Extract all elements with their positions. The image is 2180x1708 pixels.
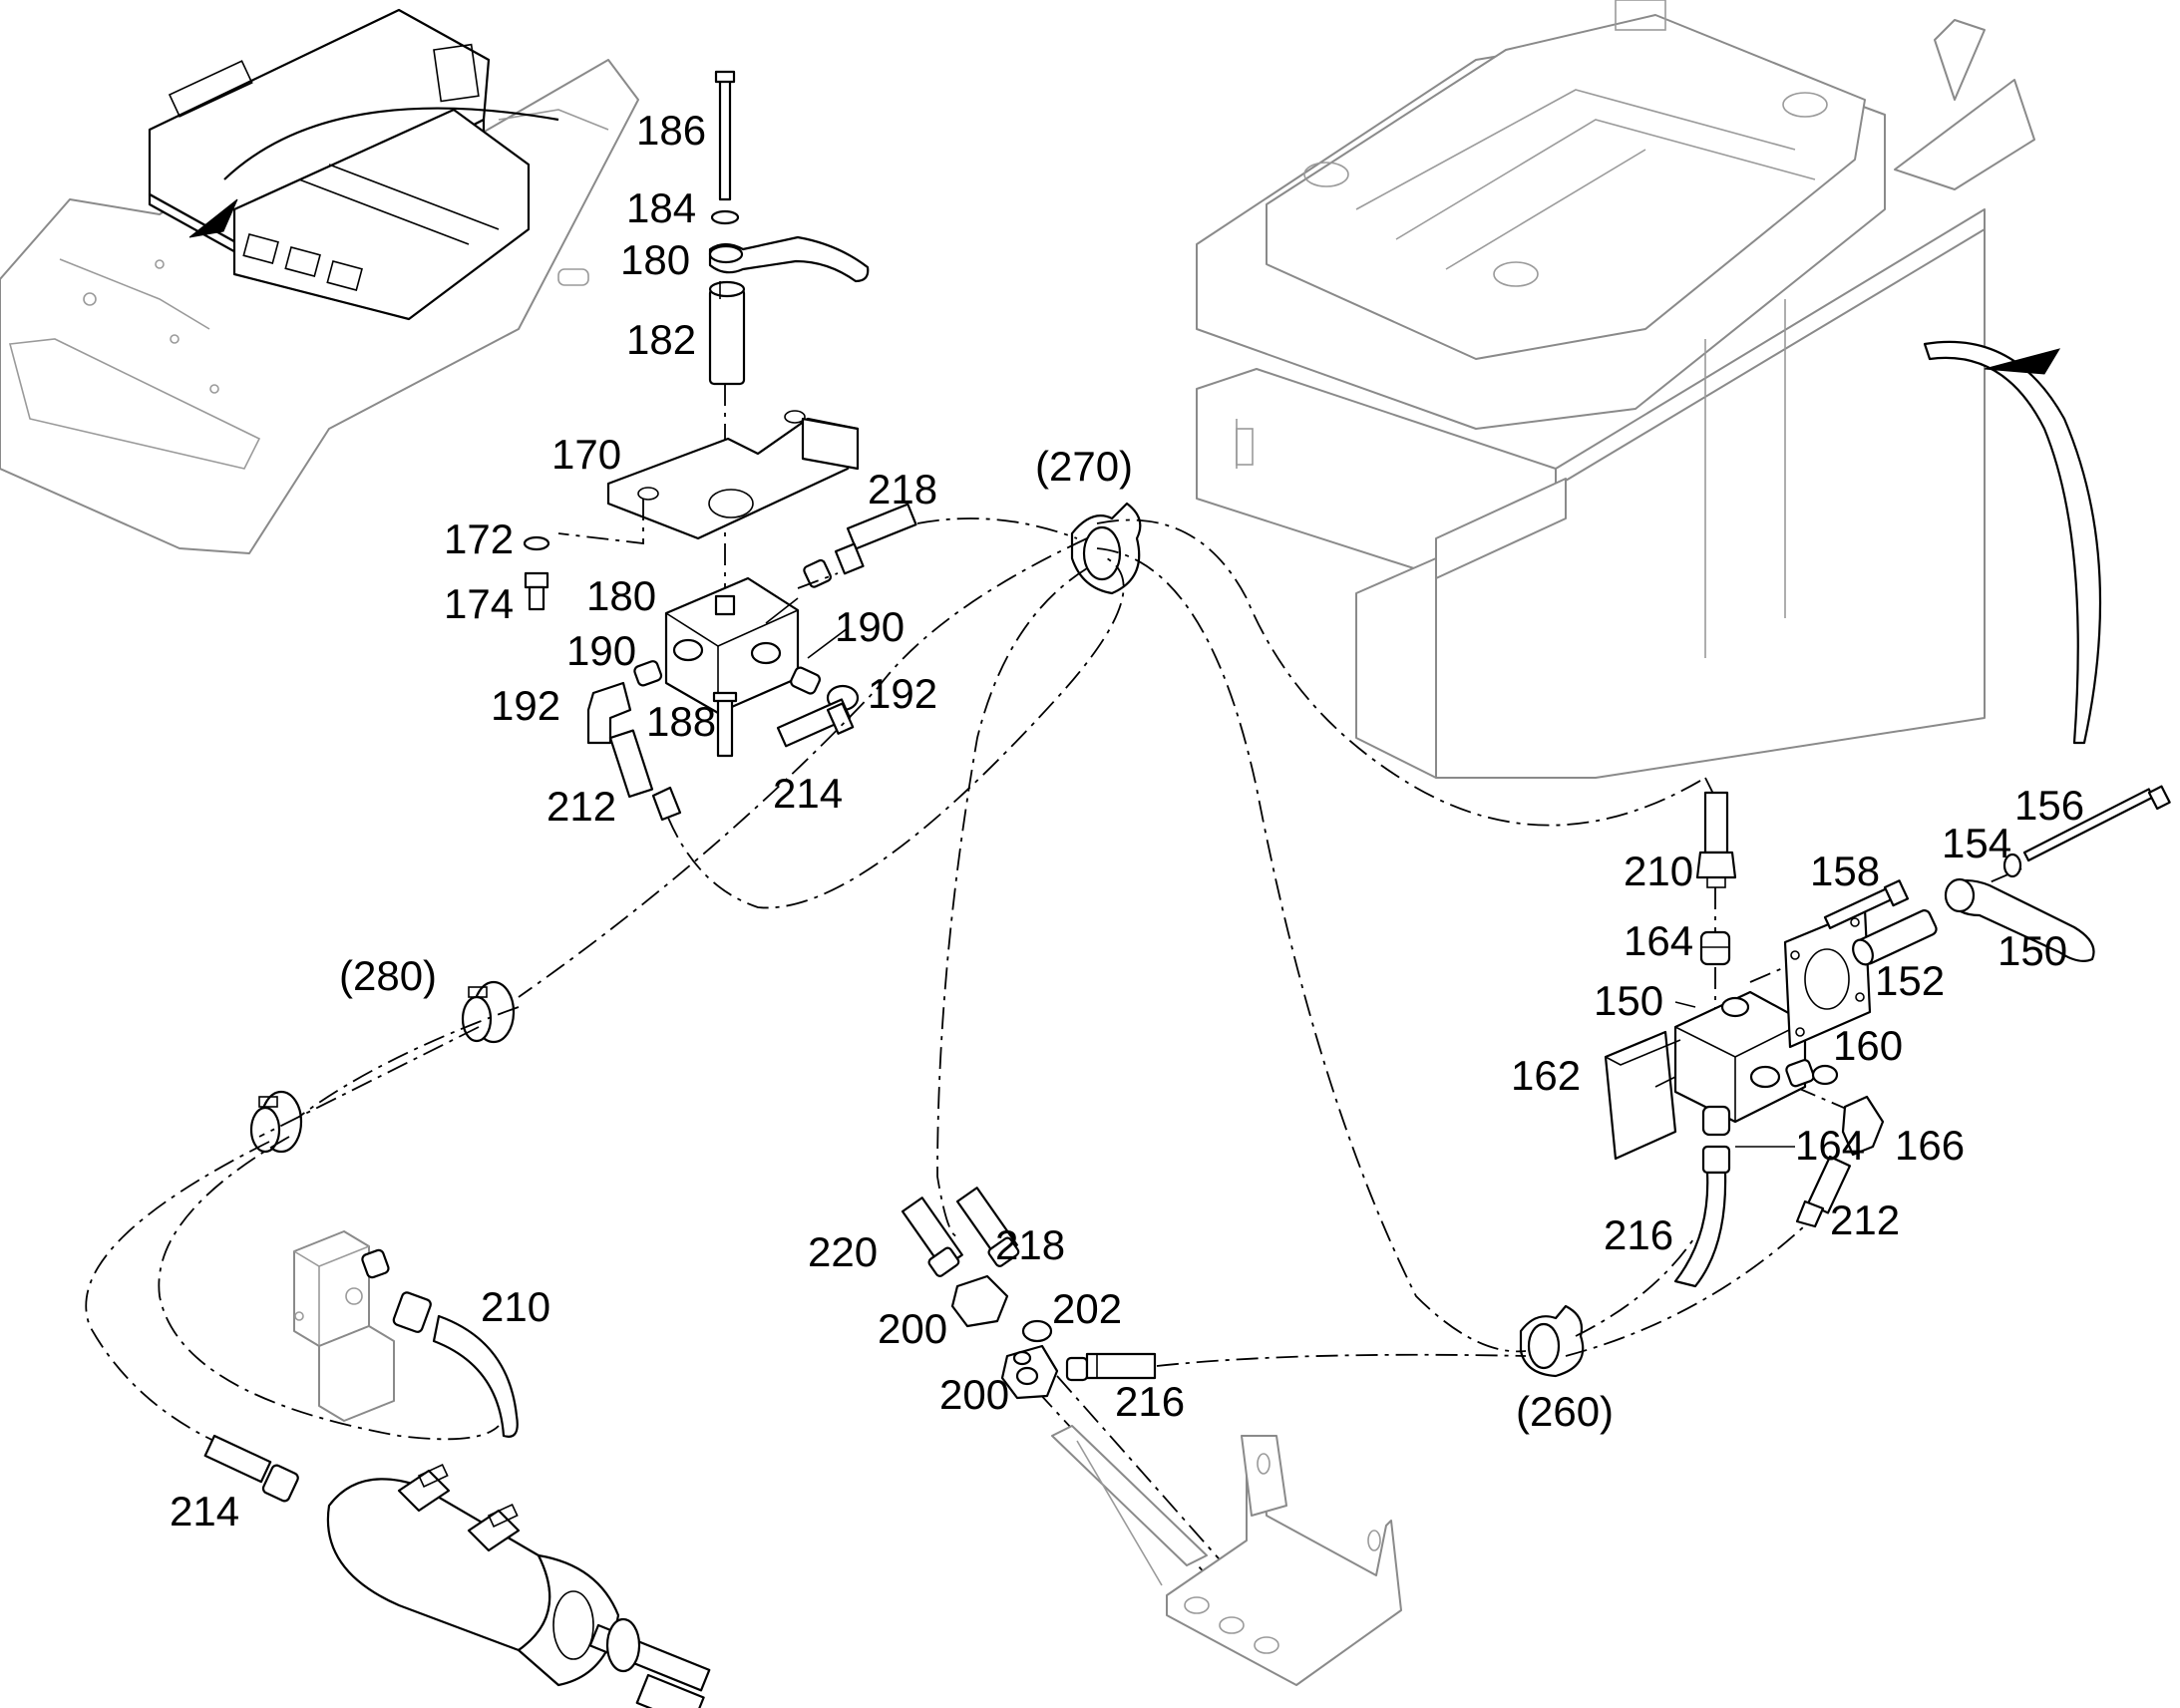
leader-lines <box>765 597 1795 1148</box>
callout-182: 182 <box>626 316 696 363</box>
hose-clamp-270 <box>1070 502 1142 595</box>
control-box <box>148 8 559 321</box>
hose-clamp-260 <box>1519 1304 1585 1378</box>
callout-162: 162 <box>1511 1052 1581 1099</box>
callout-202: 202 <box>1052 1285 1122 1332</box>
callout-280: (280) <box>339 952 437 999</box>
right-valve-assembly <box>1604 785 2171 1288</box>
callout-218-upper: 218 <box>868 466 937 512</box>
hose-clamp-280-lower <box>249 1090 303 1154</box>
callout-270: (270) <box>1035 443 1133 490</box>
callout-212-right: 212 <box>1830 1196 1900 1243</box>
callout-216-right: 216 <box>1604 1211 1673 1258</box>
callout-188: 188 <box>646 698 716 745</box>
callout-218-lower: 218 <box>995 1221 1065 1268</box>
callout-150-handle: 150 <box>1998 927 2067 974</box>
callout-212-left: 212 <box>546 783 616 830</box>
callout-210-right: 210 <box>1624 848 1693 894</box>
callout-170: 170 <box>551 431 621 478</box>
hose-210-lower-left <box>361 1248 519 1438</box>
callout-154: 154 <box>1942 820 2011 866</box>
cylinder-assembly <box>203 1434 711 1708</box>
callout-216-lower: 216 <box>1115 1378 1185 1425</box>
callout-200-upper: 200 <box>878 1305 947 1352</box>
callout-166: 166 <box>1895 1122 1965 1169</box>
callout-158: 158 <box>1810 848 1880 894</box>
callout-214-upper: 214 <box>773 770 843 817</box>
callout-210-left: 210 <box>481 1283 550 1330</box>
callout-186: 186 <box>636 107 706 154</box>
callout-192-left: 192 <box>491 682 560 729</box>
mounting-bracket-ghost <box>1051 1425 1402 1686</box>
solenoid-valve-ghost <box>293 1230 395 1422</box>
callout-214-lower: 214 <box>170 1488 239 1535</box>
callout-164-lower: 164 <box>1795 1122 1865 1169</box>
callout-160: 160 <box>1833 1022 1903 1069</box>
callout-156: 156 <box>2014 782 2084 829</box>
callout-labels: 186 184 180 182 170 172 174 180 218 (270… <box>170 107 2084 1535</box>
operator-cab-ghost <box>1196 0 2035 779</box>
callout-192-right: 192 <box>868 670 937 717</box>
callout-150-block: 150 <box>1594 977 1663 1024</box>
callout-180-block: 180 <box>586 572 656 619</box>
callout-184: 184 <box>626 184 696 231</box>
direction-arrow-right <box>1923 340 2102 745</box>
left-valve-assembly <box>523 70 917 822</box>
callout-190-right: 190 <box>835 603 905 650</box>
callout-180-handle: 180 <box>620 236 690 283</box>
callout-260: (260) <box>1516 1388 1614 1435</box>
callout-174: 174 <box>444 580 514 627</box>
hose-clamp-280-upper <box>461 980 516 1044</box>
lower-manifold-assembly <box>901 1187 1157 1400</box>
callout-220: 220 <box>808 1228 878 1275</box>
callout-200-lower: 200 <box>939 1371 1009 1418</box>
callout-164-top: 164 <box>1624 917 1693 964</box>
callout-190-left: 190 <box>566 627 636 674</box>
callout-172: 172 <box>444 515 514 562</box>
callout-152: 152 <box>1875 957 1945 1004</box>
